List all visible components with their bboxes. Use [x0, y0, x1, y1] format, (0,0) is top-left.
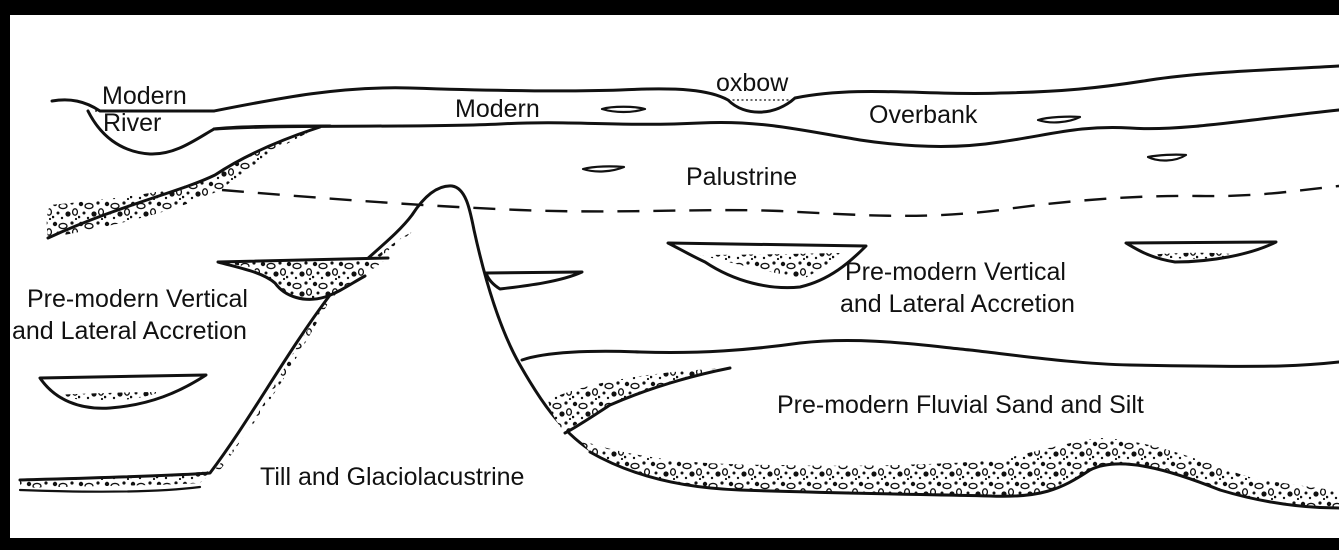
label-overbank: Overbank: [869, 101, 978, 129]
ground-surface: [52, 66, 1339, 112]
frame-top: [0, 0, 1339, 15]
till-lower-boundary: [20, 487, 200, 492]
frame-left: [0, 0, 10, 550]
fluvial-top-boundary: [522, 340, 1339, 366]
basal-gravel: [580, 438, 1339, 508]
label-oxbow: oxbow: [716, 69, 789, 97]
label-modern: Modern: [455, 95, 540, 123]
lens: [583, 166, 624, 171]
lens-small-right-of-mound: [486, 272, 582, 289]
label-modern-river-top: Modern: [102, 82, 187, 110]
frame-bottom: [0, 538, 1339, 550]
lens: [602, 107, 645, 112]
overbank-base: [214, 110, 1339, 146]
label-premodern-right-2: and Lateral Accretion: [840, 290, 1075, 318]
lens-far-left-outline: [40, 375, 206, 408]
lens-right-outline: [1126, 242, 1276, 262]
label-modern-river-bottom: River: [103, 109, 161, 137]
fluvial-gravel-wedge: [548, 368, 730, 433]
label-premodern-left-1: Pre-modern Vertical: [27, 285, 248, 313]
lens: [1148, 155, 1186, 161]
lens-gravel-center: [700, 253, 840, 278]
lens: [1038, 117, 1080, 123]
label-till: Till and Glaciolacustrine: [260, 463, 524, 491]
label-palustrine: Palustrine: [686, 163, 797, 191]
label-premodern-right-1: Pre-modern Vertical: [845, 258, 1066, 286]
label-premodern-left-2: and Lateral Accretion: [12, 317, 247, 345]
label-fluvial: Pre-modern Fluvial Sand and Silt: [777, 391, 1144, 419]
